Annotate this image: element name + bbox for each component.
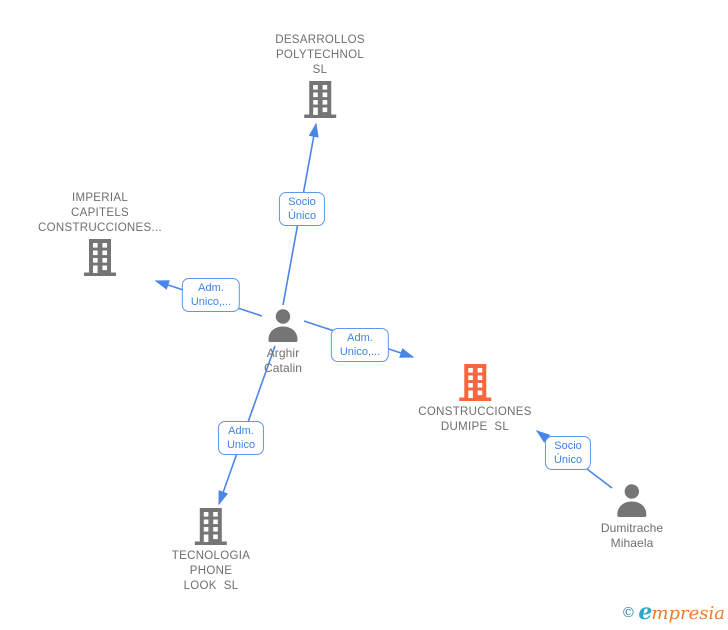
building-icon bbox=[195, 508, 227, 545]
company-name: IMPERIAL CAPITELS CONSTRUCCIONES... bbox=[38, 192, 162, 234]
building-icon bbox=[83, 239, 116, 276]
person-icon bbox=[617, 484, 647, 517]
brand-initial: e bbox=[638, 599, 653, 625]
company-name: TECNOLOGIA PHONE LOOK SL bbox=[171, 550, 251, 592]
node-construcciones-dumipe[interactable]: CONSTRUCCIONES DUMIPE SL bbox=[418, 364, 531, 435]
empresia-logo[interactable]: ©empresia bbox=[621, 599, 725, 625]
person-name: Arghir Catalin bbox=[263, 346, 303, 375]
edge-label-socio-unico-right: Socio Único bbox=[544, 436, 592, 470]
copyright-icon: © bbox=[621, 605, 636, 621]
building-icon-highlighted bbox=[459, 364, 491, 401]
edge-label-adm-unico-left: Adm. Unico,... bbox=[181, 278, 241, 312]
company-name: CONSTRUCCIONES DUMIPE SL bbox=[418, 406, 532, 433]
brand-text: mpresia bbox=[651, 603, 725, 624]
node-imperial-capitels[interactable]: IMPERIAL CAPITELS CONSTRUCCIONES... bbox=[38, 191, 162, 277]
person-icon bbox=[268, 309, 298, 342]
person-name: Dumitrache Mihaela bbox=[600, 521, 664, 550]
edge-label-socio-unico-top: Socio Único bbox=[278, 192, 326, 226]
node-desarrollos-polytechnol[interactable]: DESARROLLOS POLYTECHNOL SL bbox=[275, 33, 365, 119]
node-arghir-catalin[interactable]: Arghir Catalin bbox=[264, 307, 302, 376]
edge-label-adm-unico-right: Adm. Unico,... bbox=[330, 328, 390, 362]
building-icon bbox=[303, 81, 336, 118]
company-name: DESARROLLOS POLYTECHNOL SL bbox=[275, 34, 365, 76]
node-tecnologia-phone-look[interactable]: TECNOLOGIA PHONE LOOK SL bbox=[172, 508, 250, 594]
edge-label-adm-unico-bottom: Adm. Unico bbox=[217, 421, 265, 455]
node-dumitrache-mihaela[interactable]: Dumitrache Mihaela bbox=[601, 482, 663, 551]
